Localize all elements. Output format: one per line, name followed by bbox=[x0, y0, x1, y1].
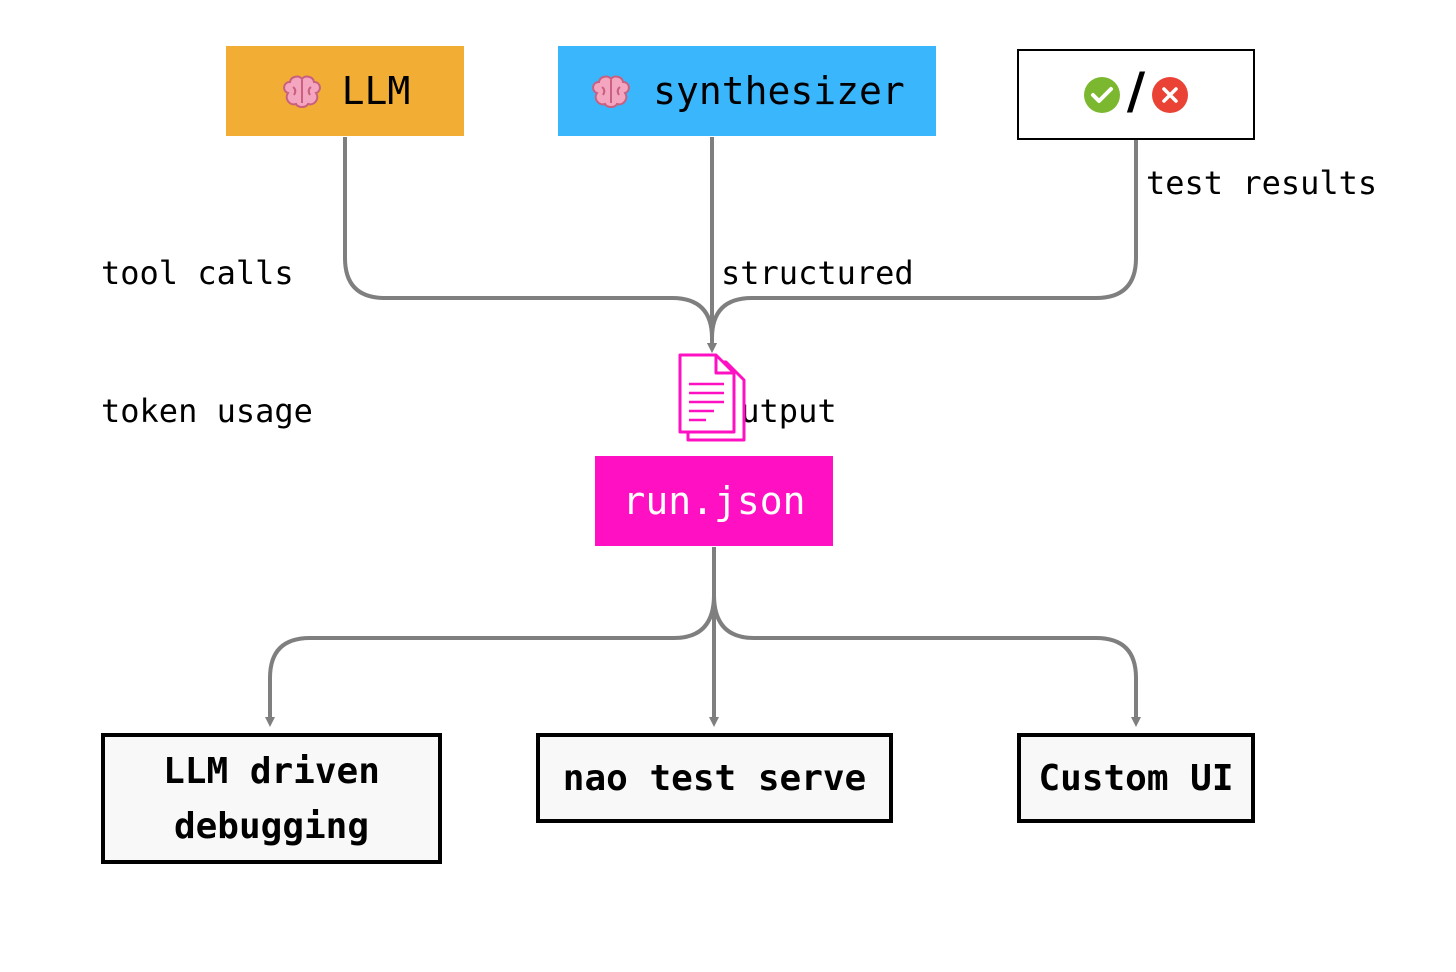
brain-icon bbox=[589, 73, 633, 109]
llm-debugging-line1: LLM driven bbox=[163, 750, 380, 792]
run-json-node: run.json bbox=[595, 456, 833, 546]
edge-label-synth-line2: output bbox=[721, 392, 837, 430]
custom-ui-label: Custom UI bbox=[1038, 757, 1234, 799]
edge-label-llm: tool calls token usage bbox=[101, 158, 313, 480]
llm-debugging-line2: debugging bbox=[173, 805, 370, 847]
document-icon bbox=[676, 352, 748, 444]
x-circle-icon bbox=[1151, 76, 1189, 114]
synthesizer-node: synthesizer bbox=[558, 46, 936, 136]
llm-node: LLM bbox=[226, 46, 464, 136]
run-json-label: run.json bbox=[622, 479, 806, 523]
nao-test-serve-label: nao test serve bbox=[562, 757, 867, 799]
edge-label-synthesizer: structured output bbox=[721, 158, 914, 480]
status-separator: / bbox=[1126, 61, 1146, 120]
edge-label-synth-line1: structured bbox=[721, 254, 914, 292]
check-circle-icon bbox=[1083, 76, 1121, 114]
llm-debugging-node: LLM driven debugging bbox=[101, 733, 442, 864]
brain-icon bbox=[280, 73, 324, 109]
nao-test-serve-node: nao test serve bbox=[536, 733, 893, 823]
synthesizer-node-label: synthesizer bbox=[653, 69, 905, 113]
llm-node-label: LLM bbox=[341, 69, 411, 113]
connector-tests-to-hub bbox=[710, 140, 1138, 339]
edge-label-llm-line1: tool calls bbox=[101, 254, 294, 292]
custom-ui-node: Custom UI bbox=[1017, 733, 1255, 823]
tests-node: / bbox=[1017, 49, 1255, 140]
connector-hub-to-custom-ui bbox=[712, 594, 1141, 727]
edge-label-tests: test results bbox=[1146, 164, 1378, 202]
connector-llm-to-hub bbox=[343, 137, 717, 353]
connector-hub-to-debugging bbox=[265, 594, 716, 727]
edge-label-llm-line2: token usage bbox=[101, 392, 313, 430]
